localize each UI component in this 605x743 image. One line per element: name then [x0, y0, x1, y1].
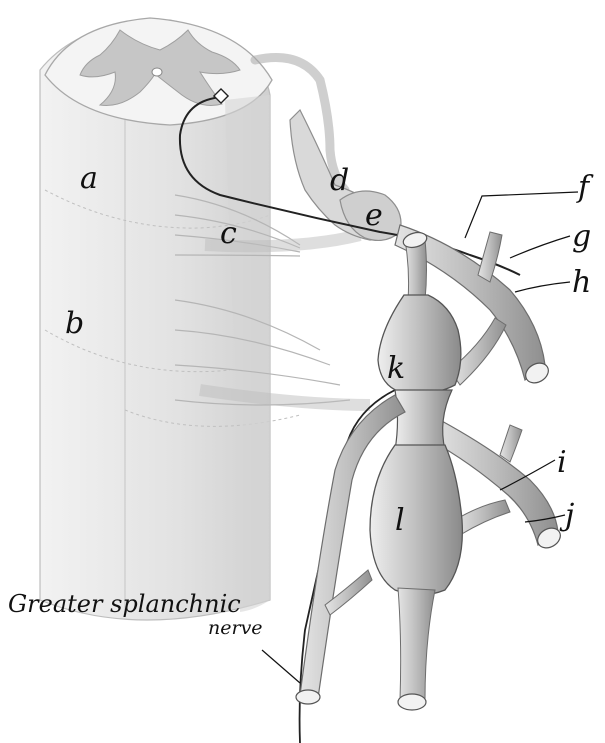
trunk-bottom-cut-end: [398, 694, 426, 710]
label-h: h: [572, 265, 591, 300]
leader-splanchnic: [262, 650, 300, 683]
leader-f: [465, 192, 578, 238]
interganglionic-segment: [395, 390, 452, 450]
leader-h: [515, 282, 570, 292]
branch-g: [478, 232, 502, 282]
ganglion-l: [370, 445, 462, 595]
central-canal: [152, 68, 162, 76]
trunk-lower-segment: [398, 588, 435, 700]
label-d: d: [330, 163, 349, 198]
label-l: l: [395, 503, 405, 538]
trunk-upper-segment: [405, 240, 427, 300]
caption-greater-splanchnic: Greater splanchnic: [8, 590, 241, 618]
branch-i: [500, 425, 522, 462]
label-i: i: [557, 445, 567, 480]
splanchnic-cut-end: [296, 690, 320, 704]
label-g: g: [572, 219, 591, 254]
sympathetic-trunk: [296, 230, 462, 710]
leader-g: [510, 236, 570, 258]
label-c: c: [220, 216, 237, 251]
label-k: k: [387, 351, 405, 386]
communicating-ramus-lower: [455, 500, 510, 535]
caption-nerve: nerve: [208, 617, 263, 639]
label-f: f: [576, 170, 594, 205]
label-b: b: [65, 306, 84, 341]
label-a: a: [80, 161, 98, 196]
label-e: e: [365, 198, 383, 233]
